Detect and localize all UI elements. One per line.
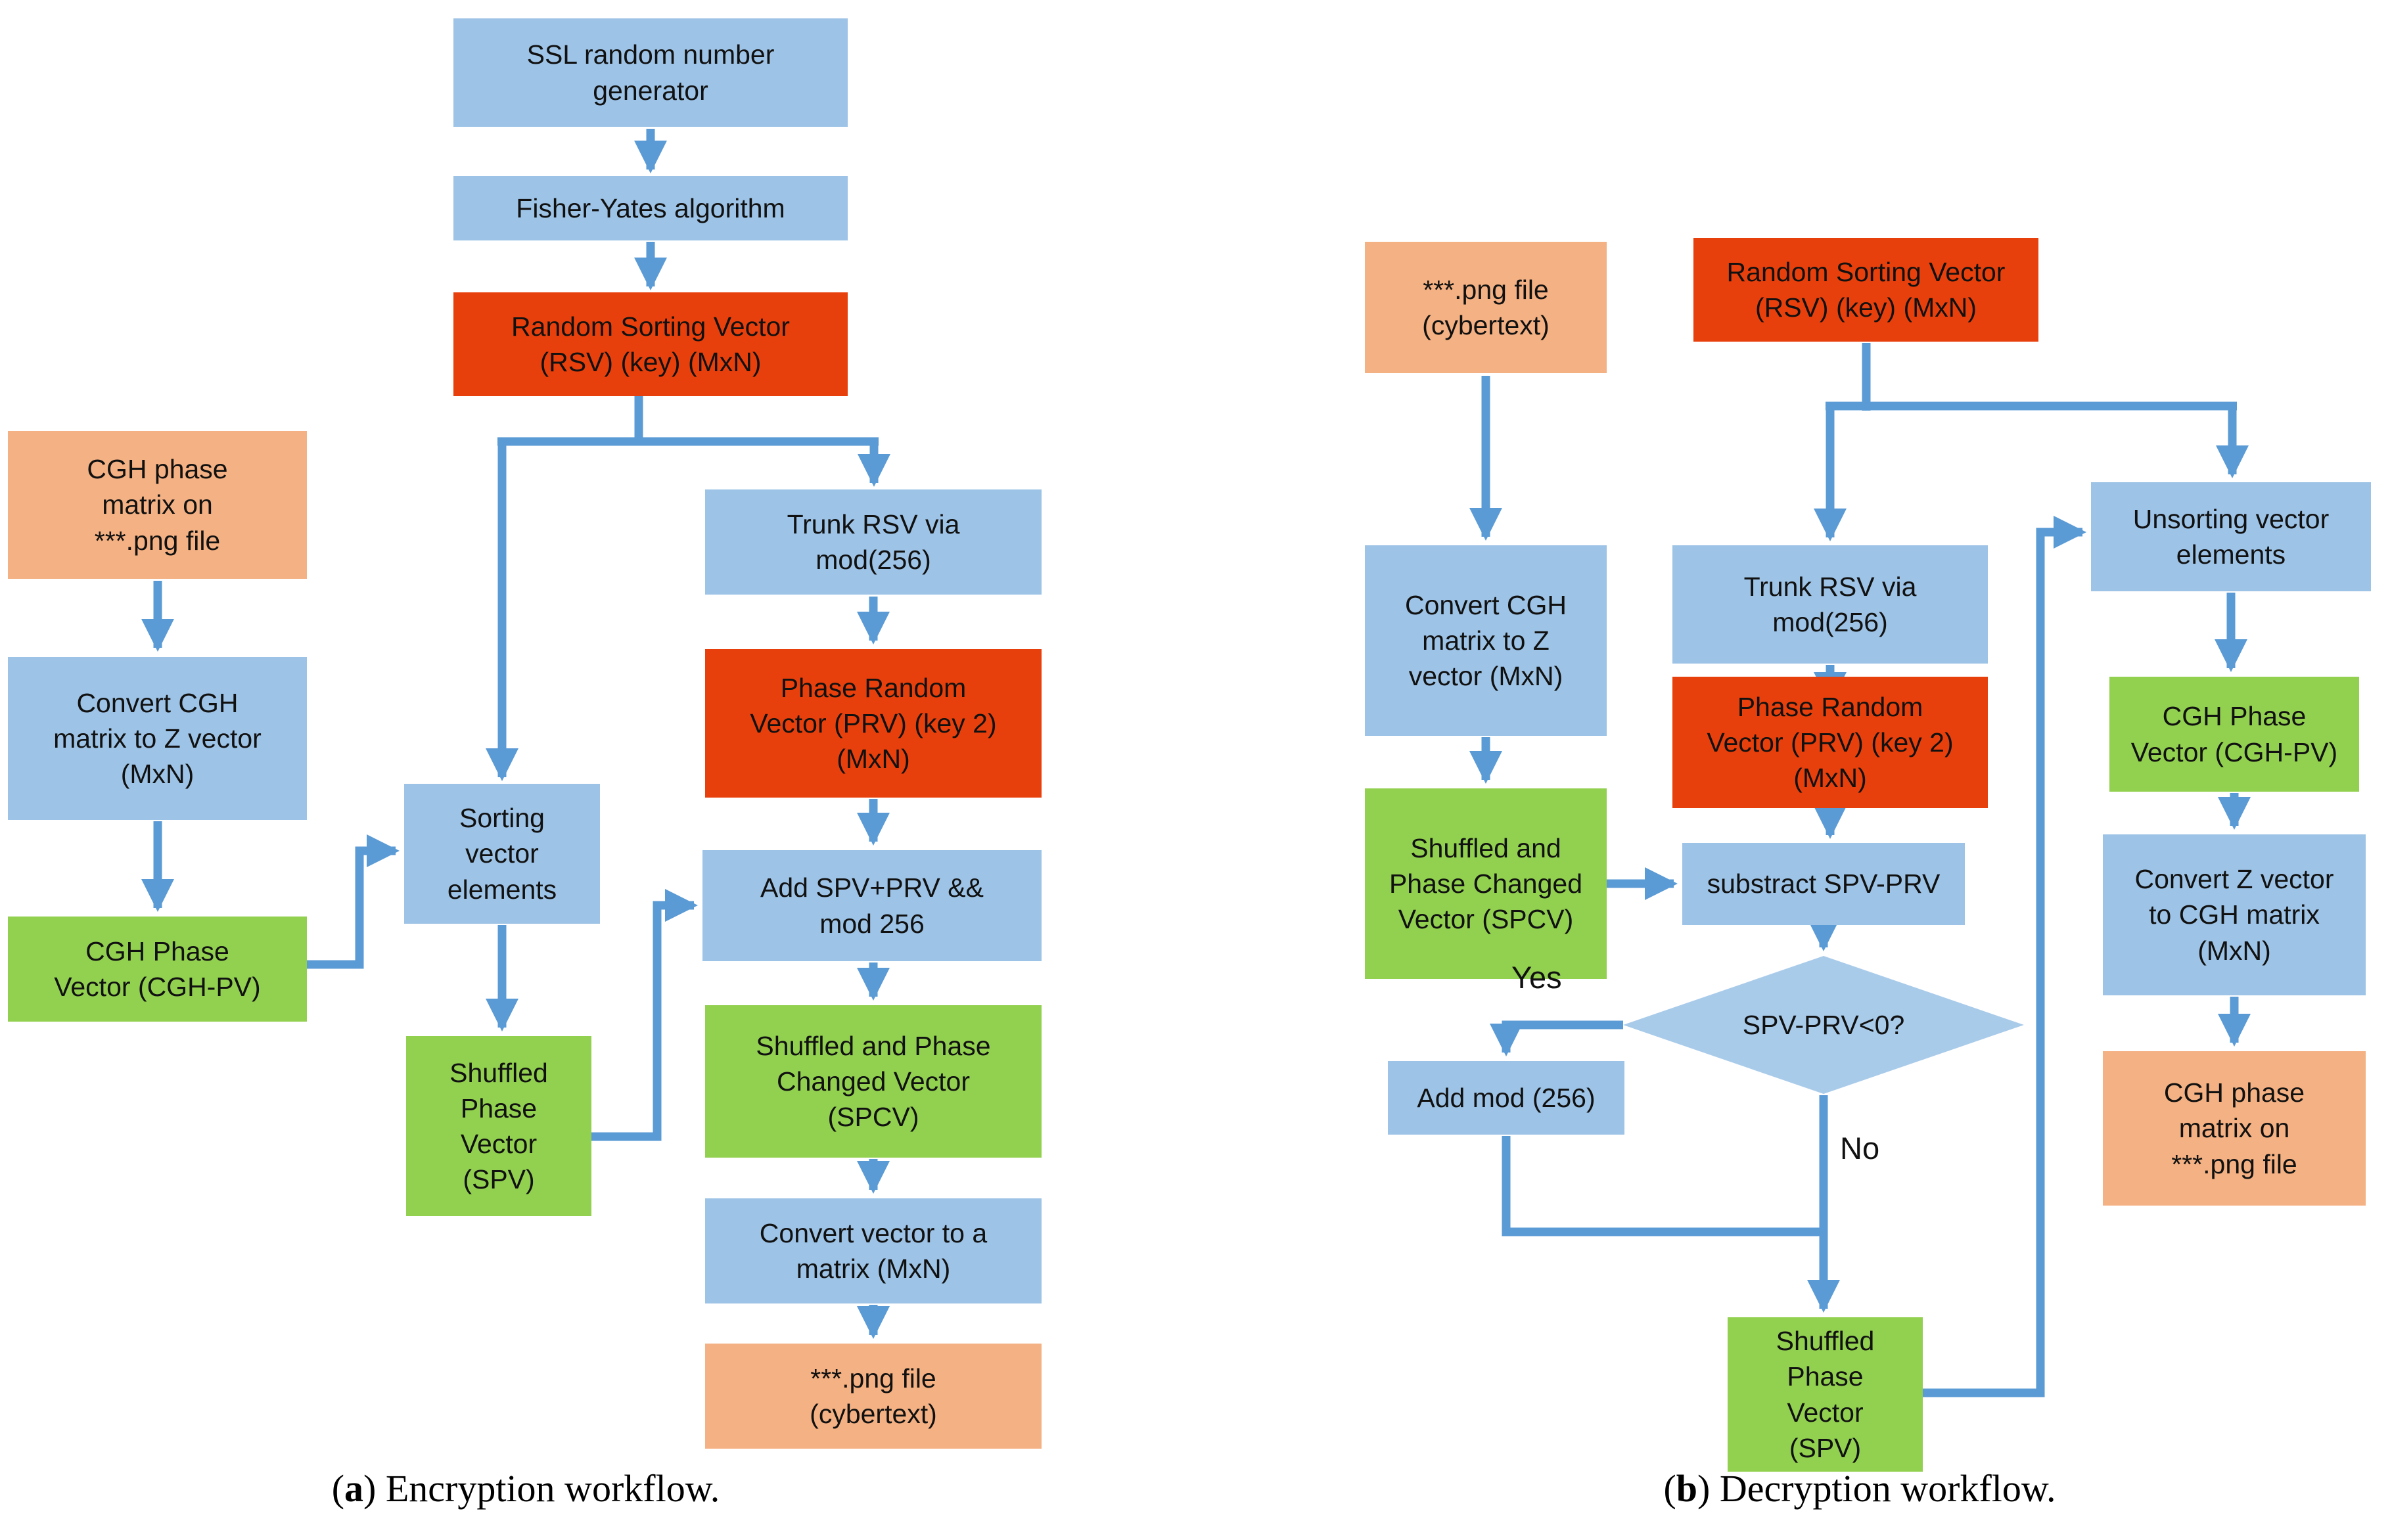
node-sorting-vector-elements: Sorting vector elements [404,784,600,924]
node-trunk-rsv-via-mod256: Trunk RSV via mod(256) [705,489,1042,595]
node-shuffled-phase-changed-vector: Shuffled and Phase Changed Vector (SPCV) [705,1005,1042,1158]
node-decrypt-shuffled-phase-vector: Shuffled Phase Vector (SPV) [1728,1317,1923,1472]
node-png-file-cybertext: ***.png file (cybertext) [705,1344,1042,1449]
node-decrypt-png-file-cybertext: ***.png file (cybertext) [1365,242,1607,373]
node-ssl-random-number-generator: SSL random number generator [453,18,848,127]
node-decrypt-cgh-phase-matrix-png: CGH phase matrix on ***.png file [2103,1051,2366,1206]
node-cgh-phase-matrix-png: CGH phase matrix on ***.png file [8,431,307,579]
node-decrypt-shuffled-phase-changed-vector: Shuffled and Phase Changed Vector (SPCV) [1365,788,1607,979]
node-random-sorting-vector-key: Random Sorting Vector (RSV) (key) (MxN) [453,292,848,396]
node-add-spv-prv-mod256: Add SPV+PRV && mod 256 [702,850,1042,961]
node-convert-vector-to-matrix: Convert vector to a matrix (MxN) [705,1198,1042,1303]
node-shuffled-phase-vector: Shuffled Phase Vector (SPV) [406,1036,591,1216]
node-convert-cgh-matrix-to-z-vector: Convert CGH matrix to Z vector (MxN) [8,657,307,820]
node-decrypt-trunk-rsv-via-mod256: Trunk RSV via mod(256) [1672,545,1988,664]
caption-decryption: (b) Decryption workflow. [1663,1467,2056,1510]
node-fisher-yates-algorithm: Fisher-Yates algorithm [453,176,848,240]
caption-encryption: (a) Encryption workflow. [331,1467,720,1510]
node-subtract-spv-prv: substract SPV-PRV [1682,843,1965,925]
node-decrypt-convert-cgh-matrix-to-z-vector: Convert CGH matrix to Z vector (MxN) [1365,545,1607,736]
label-yes: Yes [1511,960,1562,995]
label-no: No [1840,1131,1880,1166]
node-add-mod-256: Add mod (256) [1388,1061,1624,1135]
node-unsorting-vector-elements: Unsorting vector elements [2091,482,2371,591]
node-convert-z-vector-to-cgh-matrix: Convert Z vector to CGH matrix (MxN) [2103,834,2366,995]
node-phase-random-vector-key2: Phase Random Vector (PRV) (key 2) (MxN) [705,649,1042,798]
encryption-arrows [141,129,890,1339]
node-decrypt-phase-random-vector-key2: Phase Random Vector (PRV) (key 2) (MxN) [1672,677,1988,808]
node-decrypt-cgh-phase-vector: CGH Phase Vector (CGH-PV) [2109,677,2359,792]
node-decrypt-random-sorting-vector-key: Random Sorting Vector (RSV) (key) (MxN) [1693,238,2038,342]
node-cgh-phase-vector: CGH Phase Vector (CGH-PV) [8,917,307,1022]
decryption-arrows [1469,343,2251,1397]
